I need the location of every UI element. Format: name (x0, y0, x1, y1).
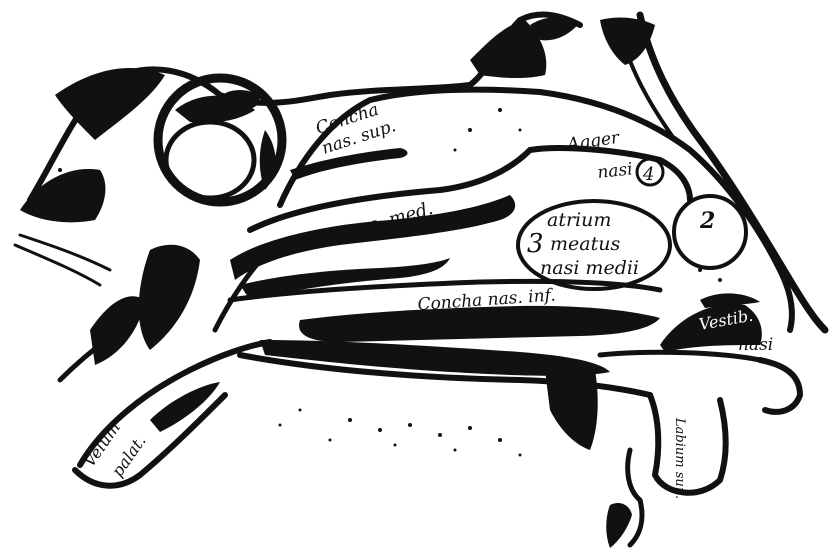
label-number-3: 3 (527, 229, 544, 259)
pharynx-wall (15, 235, 200, 380)
label-agger-2: nasi (596, 159, 633, 183)
label-atrium-3: nasi medii (540, 257, 639, 279)
velum-palatinum (75, 342, 270, 486)
label-atrium-1: atrium (547, 209, 611, 231)
label-atrium-2: meatus (550, 233, 620, 255)
label-number-2: 2 (699, 208, 715, 234)
label-number-4: 4 (642, 164, 654, 185)
label-vestib-2: nasi (738, 335, 773, 355)
sphenoid-sinus (158, 78, 282, 202)
labium-superius (606, 395, 726, 548)
label-labium: Labium sup. (672, 417, 687, 499)
